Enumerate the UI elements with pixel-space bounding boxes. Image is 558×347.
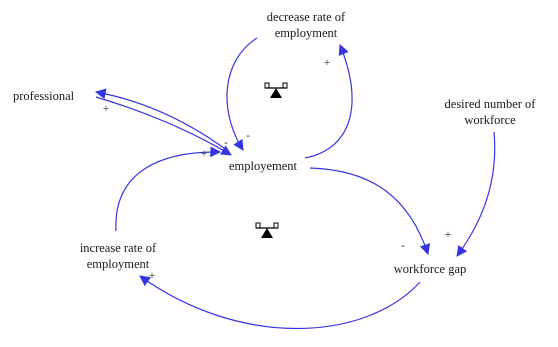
link-employment-to-workforce-gap [309, 167, 431, 256]
node-workforce-gap: workforce gap [394, 262, 467, 276]
link-increase-rate-to-employment [115, 146, 222, 232]
node-decrease-rate-line1: decrease rate of [267, 10, 346, 24]
balancing-loop-icon [264, 82, 288, 98]
polarity-employment-to-professional: + [103, 101, 110, 115]
link-desired-to-workforce-gap [456, 131, 496, 257]
node-decrease-rate-line2: employment [275, 26, 338, 40]
link-workforce-gap-to-increase-rate [139, 275, 421, 329]
node-employment: employement [229, 159, 298, 173]
polarity-decrease-to-employment: - [246, 128, 250, 142]
link-professional-to-employment [95, 96, 232, 156]
link-employment-to-professional [94, 88, 229, 152]
balancing-loop-icon [255, 222, 279, 238]
node-professional: professional [13, 89, 75, 103]
polarity-employment-to-gap: - [401, 238, 405, 252]
link-employment-to-decrease-rate [304, 44, 353, 159]
node-increase-rate-line2: employment [87, 257, 150, 271]
polarity-employment-to-decrease: + [324, 55, 331, 69]
polarity-gap-to-increase: + [149, 268, 156, 282]
polarity-desired-to-gap: + [445, 227, 452, 241]
link-decrease-rate-to-employment [226, 37, 258, 151]
polarity-professional-to-employment: - [224, 135, 228, 149]
node-increase-rate-line1: increase rate of [80, 241, 157, 255]
node-desired-line1: desired number of [445, 97, 537, 111]
node-desired-line2: workforce [464, 113, 516, 127]
polarity-increase-to-employment: + [201, 146, 208, 160]
